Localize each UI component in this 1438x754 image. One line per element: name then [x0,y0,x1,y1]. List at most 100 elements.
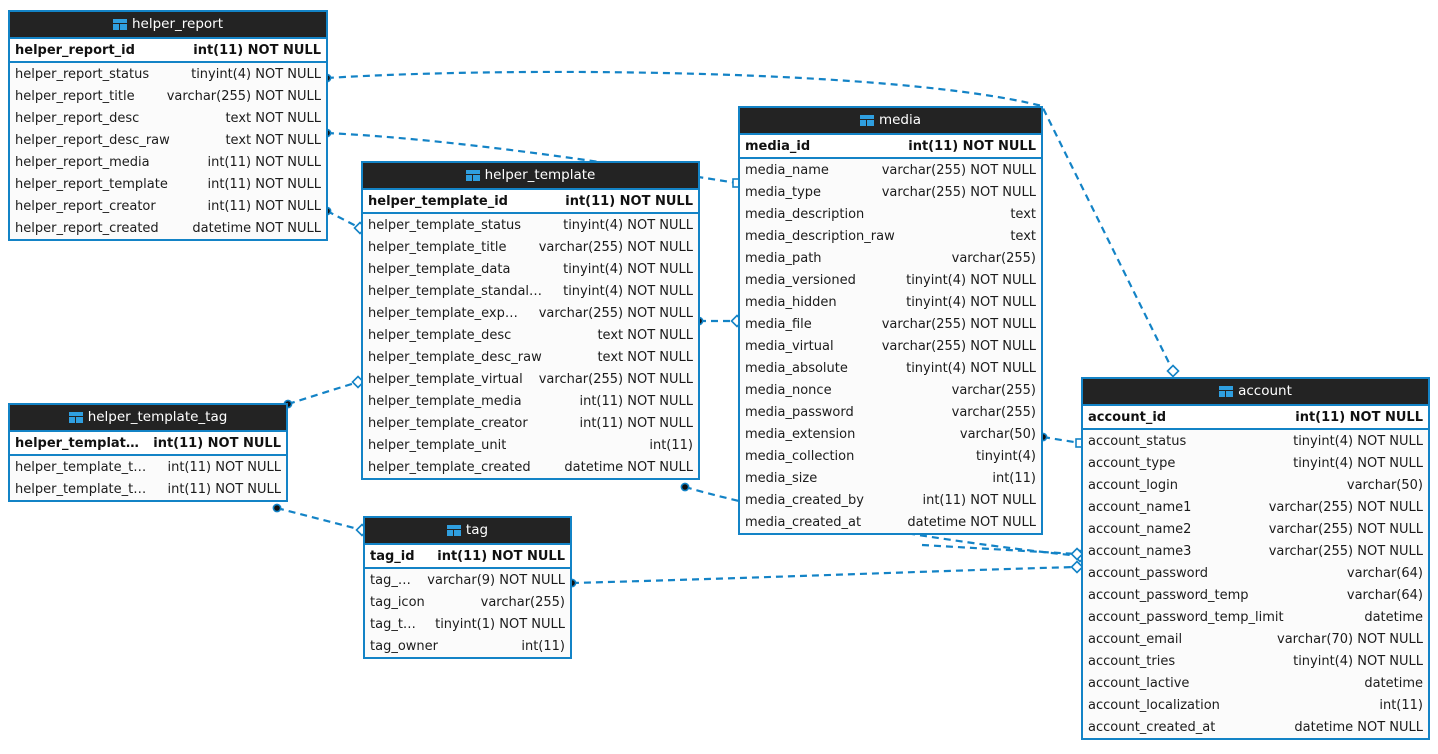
field-type: int(11) NOT NULL [207,176,321,192]
entity-helper_template_tag[interactable]: helper_template_taghelper_template_tag_i… [8,403,288,502]
field-type: text [1010,228,1036,244]
table-icon [859,115,874,126]
relation-media-to-account-name3[interactable] [921,543,1084,561]
field-row[interactable]: helper_template_tag_srcint(11) NOT NULL [10,478,286,500]
relation-line [326,210,361,229]
field-type: varchar(255) NOT NULL [1268,543,1423,559]
entity-header-tag[interactable]: tag [365,518,570,545]
field-name: helper_report_desc_raw [15,132,170,148]
relation-helper_report-to-helper_template[interactable] [322,206,367,235]
relation-helper_template-to-media[interactable] [694,314,744,328]
field-name: helper_template_virtual [368,371,523,387]
field-type: tinyint(4) NOT NULL [563,217,693,233]
relation-media-to-account[interactable] [1038,432,1085,448]
entity-header-helper_template[interactable]: helper_template [363,163,698,190]
entity-header-helper_template_tag[interactable]: helper_template_tag [10,405,286,432]
field-row[interactable]: tag_colorvarchar(9) NOT NULL [365,569,570,591]
relation-helper_template_tag-to-helper_template[interactable] [283,375,365,409]
entity-header-account[interactable]: account [1083,379,1428,406]
entity-title: account [1238,383,1292,399]
field-name: tag_icon [370,594,425,610]
field-type: int(11) NOT NULL [565,193,693,209]
field-name: helper_template_expected [368,305,525,321]
field-type: int(11) [521,638,565,654]
relation-helper_template_tag-to-tag[interactable] [272,503,369,537]
entity-header-helper_report[interactable]: helper_report [10,12,326,39]
relation-tag-to-account[interactable] [567,560,1084,588]
field-type: datetime [1364,609,1423,625]
entity-header-media[interactable]: media [740,108,1041,135]
field-type: datetime NOT NULL [907,514,1036,530]
field-name: account_type [1088,455,1176,471]
field-row[interactable]: helper_template_tag_dstint(11) NOT NULL [10,456,286,478]
field-type: int(11) NOT NULL [153,435,281,451]
